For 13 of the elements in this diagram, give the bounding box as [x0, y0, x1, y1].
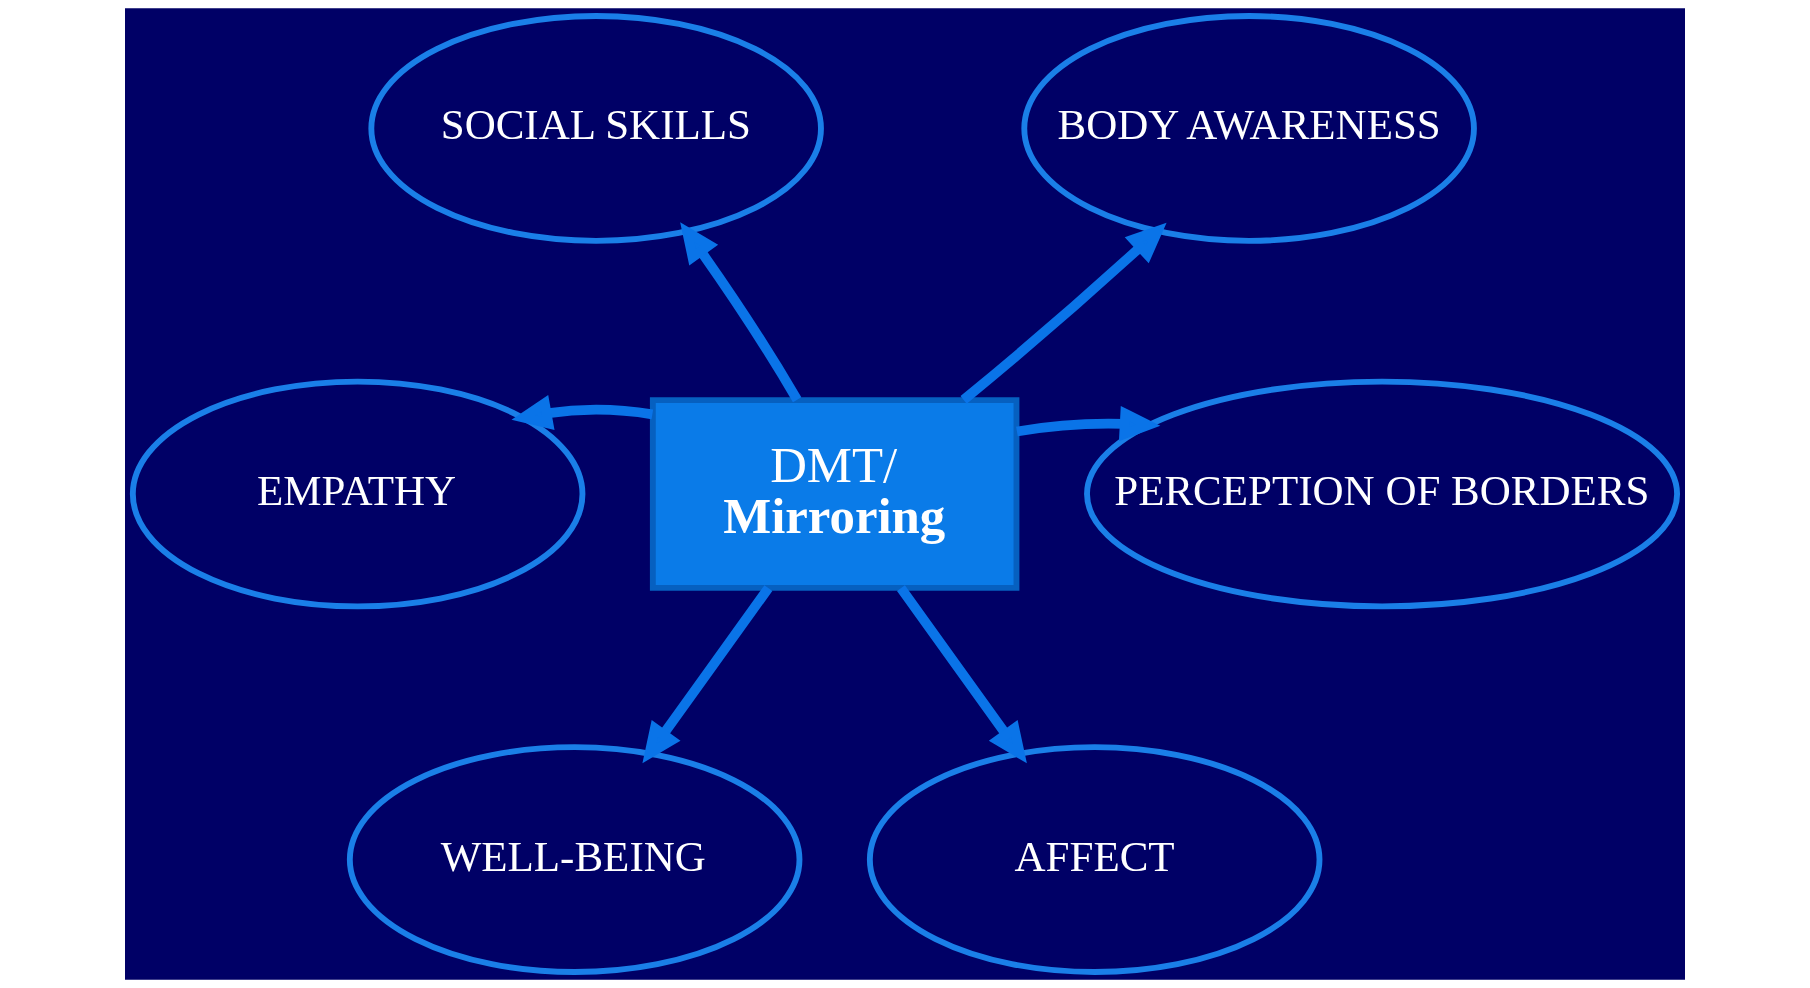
arrow [680, 222, 802, 403]
arrow [511, 395, 654, 430]
arrow [642, 585, 773, 764]
arrow [897, 585, 1027, 764]
node-ellipse: SOCIAL SKILLS [368, 13, 824, 244]
node-ellipse: AFFECT [866, 744, 1323, 975]
arrow [960, 222, 1167, 404]
arrow [1016, 405, 1161, 442]
node-ellipse: WELL-BEING [346, 744, 803, 975]
node-ellipse: BODY AWARENESS [1021, 13, 1477, 244]
node-ellipse: EMPATHY [129, 378, 586, 610]
node-box: DMT/ Mirroring [649, 397, 1020, 591]
node-ellipse: PERCEPTION OF BORDERS [1084, 378, 1681, 610]
